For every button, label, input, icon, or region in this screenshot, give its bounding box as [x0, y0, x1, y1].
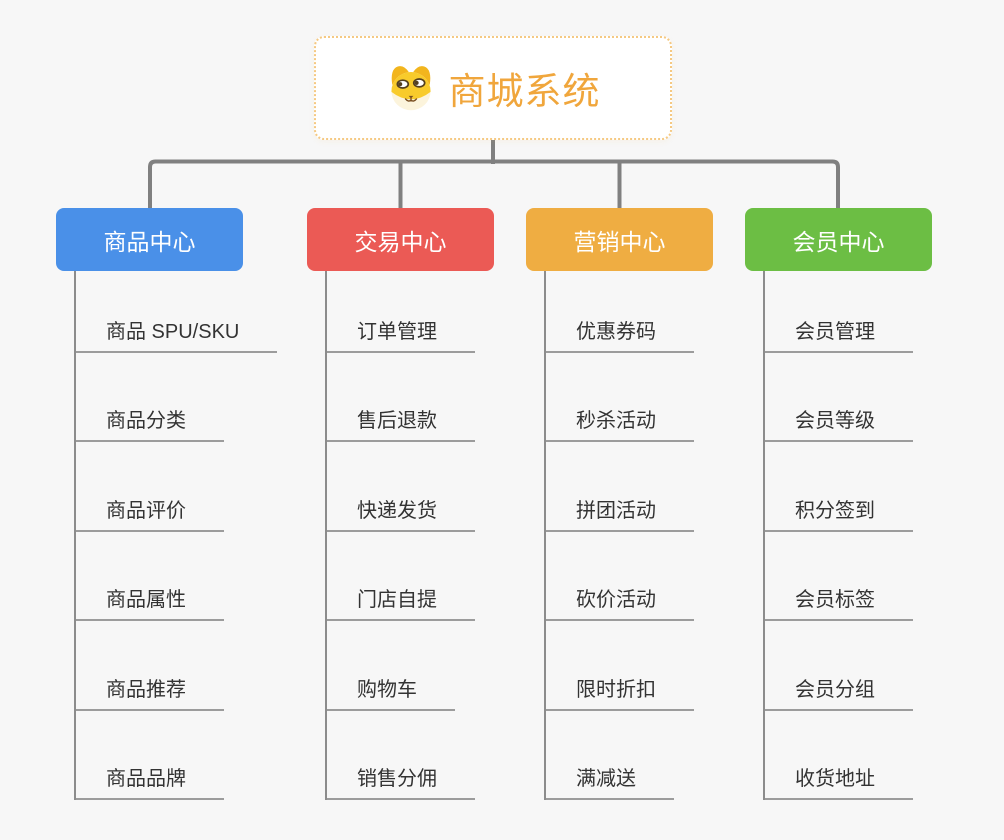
branch-label: 商品中心: [103, 228, 196, 255]
child-row: 拼团活动: [546, 442, 694, 532]
child-node[interactable]: 会员等级: [765, 409, 913, 443]
child-node[interactable]: 销售分佣: [327, 767, 475, 800]
child-node[interactable]: 满减送: [546, 767, 674, 800]
child-row: 购物车: [327, 621, 475, 711]
child-node[interactable]: 会员标签: [765, 588, 913, 622]
child-node[interactable]: 售后退款: [327, 409, 475, 443]
child-row: 秒杀活动: [546, 353, 694, 443]
child-row: 商品属性: [76, 532, 277, 622]
child-row: 砍价活动: [546, 532, 694, 622]
child-node[interactable]: 商品 SPU/SKU: [76, 320, 278, 353]
branch-children-column-marketing: 优惠券码 秒杀活动 拼团活动 砍价活动 限时折扣 满减送: [544, 271, 694, 800]
branch-product-center[interactable]: 商品中心: [56, 208, 243, 271]
branch-label: 会员中心: [792, 228, 885, 255]
child-node[interactable]: 门店自提: [327, 588, 475, 622]
child-row: 收货地址: [765, 711, 913, 800]
child-node[interactable]: 商品分类: [76, 409, 224, 443]
child-row: 会员分组: [765, 621, 913, 711]
branch-marketing-center[interactable]: 营销中心: [526, 208, 713, 271]
child-node[interactable]: 会员管理: [765, 320, 913, 353]
child-node[interactable]: 购物车: [327, 678, 455, 711]
child-node[interactable]: 收货地址: [765, 767, 913, 800]
child-node[interactable]: 商品品牌: [76, 767, 224, 800]
child-row: 会员标签: [765, 532, 913, 622]
branch-trade-center[interactable]: 交易中心: [307, 208, 494, 271]
child-row: 会员等级: [765, 353, 913, 443]
child-row: 会员管理: [765, 271, 913, 353]
child-node[interactable]: 商品评价: [76, 499, 224, 532]
root-node[interactable]: 商城系统: [314, 36, 672, 140]
child-node[interactable]: 限时折扣: [546, 678, 694, 711]
child-node[interactable]: 积分签到: [765, 499, 913, 532]
child-row: 优惠券码: [546, 271, 694, 353]
child-node[interactable]: 优惠券码: [546, 320, 694, 353]
child-node[interactable]: 秒杀活动: [546, 409, 694, 443]
branch-label: 交易中心: [354, 228, 447, 255]
child-node[interactable]: 拼团活动: [546, 499, 694, 532]
child-row: 满减送: [546, 711, 694, 800]
child-row: 售后退款: [327, 353, 475, 443]
child-row: 商品 SPU/SKU: [76, 271, 278, 353]
child-node[interactable]: 会员分组: [765, 678, 913, 711]
branch-children-column-trade: 订单管理 售后退款 快递发货 门店自提 购物车 销售分佣: [325, 271, 475, 800]
child-row: 订单管理: [327, 271, 475, 353]
child-row: 限时折扣: [546, 621, 694, 711]
child-row: 商品分类: [76, 353, 277, 443]
child-node[interactable]: 商品属性: [76, 588, 224, 622]
child-row: 快递发货: [327, 442, 475, 532]
child-node[interactable]: 砍价活动: [546, 588, 694, 622]
branch-children-column-member: 会员管理 会员等级 积分签到 会员标签 会员分组 收货地址: [763, 271, 913, 800]
branch-rail-line: [148, 159, 840, 212]
child-row: 门店自提: [327, 532, 475, 622]
branch-label: 营销中心: [573, 228, 666, 255]
child-row: 销售分佣: [327, 711, 475, 800]
branch-children-column-product: 商品 SPU/SKU 商品分类 商品评价 商品属性 商品推荐 商品品牌: [74, 271, 278, 800]
child-node[interactable]: 商品推荐: [76, 678, 224, 711]
child-row: 商品推荐: [76, 621, 277, 711]
child-node[interactable]: 订单管理: [327, 320, 475, 353]
dog-face-icon: [390, 66, 431, 111]
child-row: 积分签到: [765, 442, 913, 532]
child-node[interactable]: 快递发货: [327, 499, 475, 532]
child-row: 商品评价: [76, 442, 277, 532]
connector-lines: [148, 138, 840, 212]
branch-member-center[interactable]: 会员中心: [745, 208, 932, 271]
root-title: 商城系统: [448, 71, 601, 112]
child-row: 商品品牌: [76, 711, 277, 800]
